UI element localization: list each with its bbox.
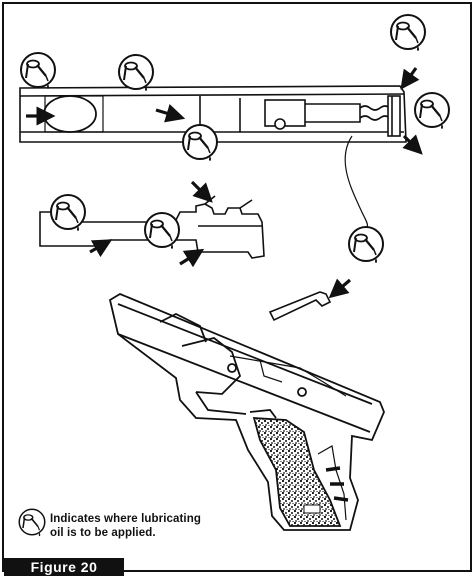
figure-border <box>2 2 472 572</box>
connector-line <box>344 135 369 239</box>
legend-line-2: oil is to be applied. <box>50 527 156 539</box>
arrow <box>402 134 423 155</box>
application-arrows <box>26 67 423 299</box>
arrow <box>328 278 352 299</box>
oil-bottle-icon <box>143 211 181 251</box>
legend-line-1: Indicates where lubricating <box>50 513 201 525</box>
lever-part-drawing <box>268 291 332 322</box>
arrow <box>400 67 420 90</box>
arrow <box>155 104 186 123</box>
legend: Indicates where lubricating oil is to be… <box>50 512 201 540</box>
arrow <box>190 180 213 203</box>
pistol-frame-drawing <box>108 292 385 531</box>
oil-bottle-icon <box>413 91 451 131</box>
figure-label: Figure 20 <box>4 558 124 576</box>
oil-bottle-icon <box>117 53 155 93</box>
oil-bottle-icon <box>389 13 427 53</box>
legend-oil-bottle-icon <box>18 508 46 538</box>
oil-bottle-icon <box>181 123 219 163</box>
oil-bottle-icon <box>347 225 385 265</box>
arrow <box>179 248 205 268</box>
oil-bottle-icon <box>19 51 57 91</box>
arrow <box>89 239 113 258</box>
